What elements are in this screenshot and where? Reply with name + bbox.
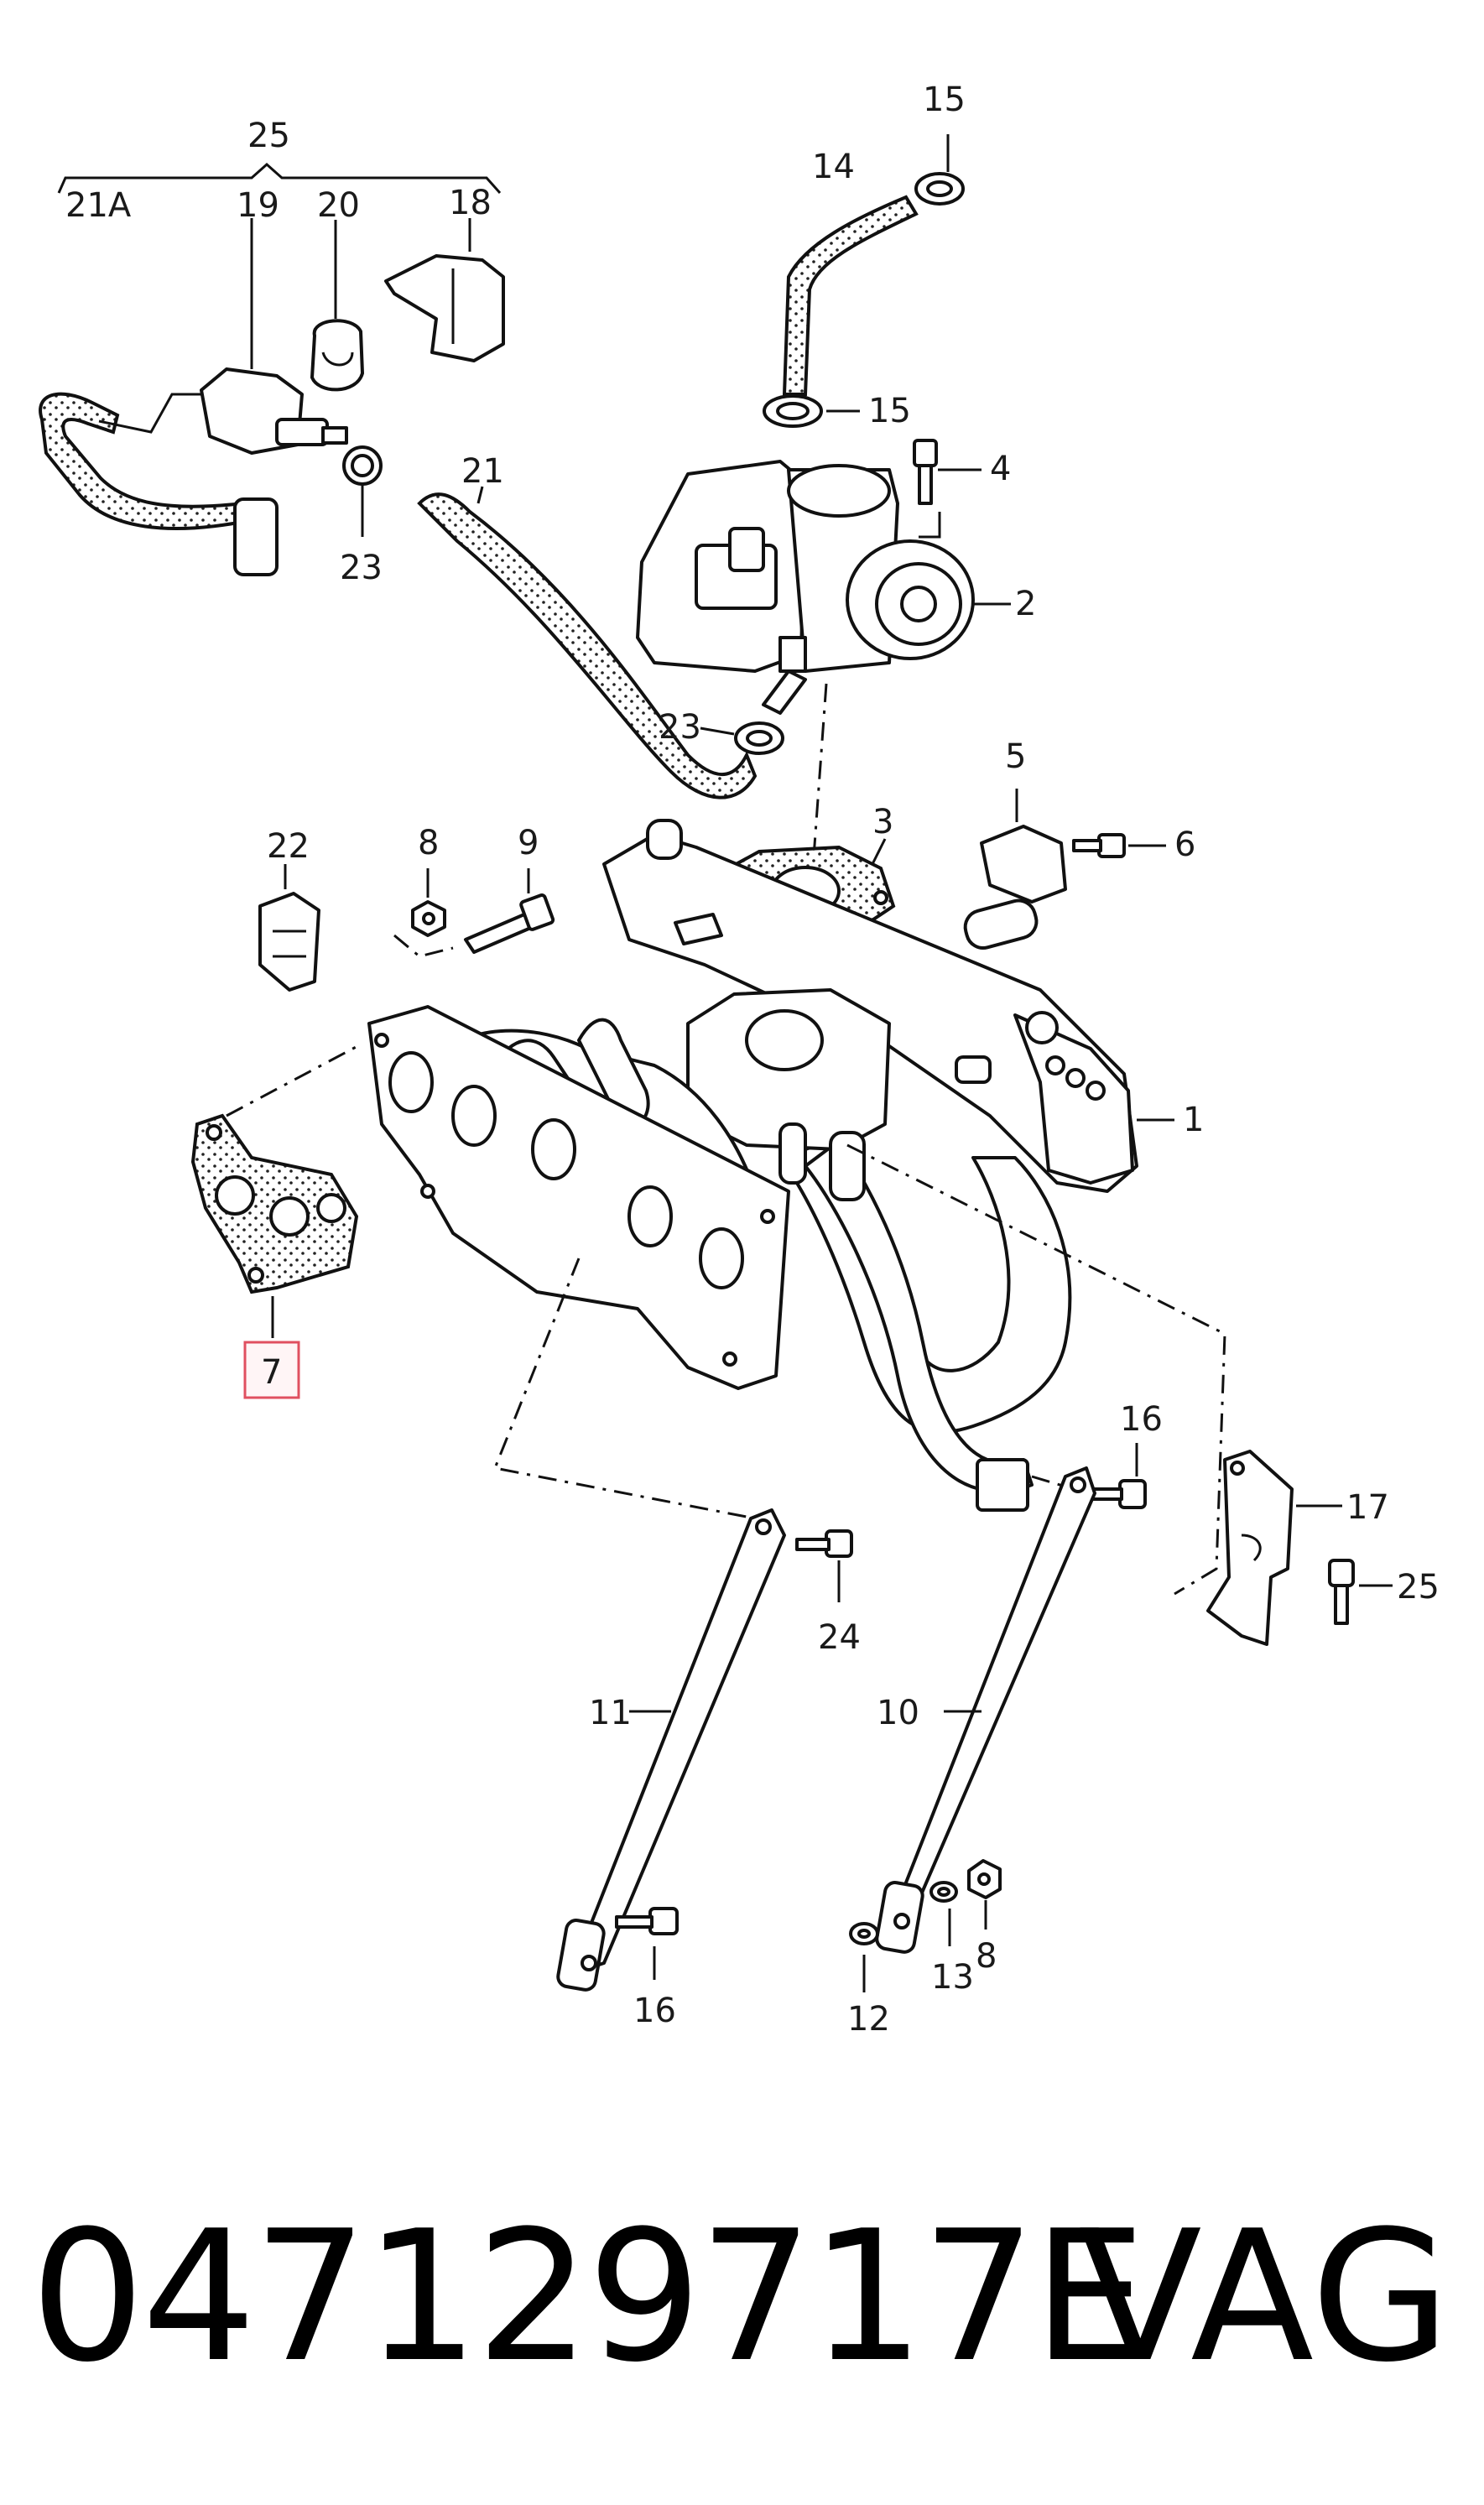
label-17: 17 — [1346, 1488, 1389, 1527]
label-8-lower: 8 — [976, 1937, 997, 1976]
label-3: 3 — [872, 803, 893, 841]
label-4: 4 — [990, 450, 1011, 488]
label-13: 13 — [931, 1958, 974, 1997]
label-7: 7 — [261, 1353, 282, 1392]
label-1: 1 — [1183, 1101, 1204, 1139]
label-6: 6 — [1174, 825, 1195, 864]
label-21: 21 — [461, 452, 504, 491]
hose-21 — [417, 486, 758, 799]
hose-14 — [782, 195, 919, 396]
bracket-17 — [1206, 1450, 1342, 1646]
strut-10 — [875, 1466, 1096, 1954]
label-9: 9 — [518, 824, 539, 862]
bolt-9 — [464, 868, 555, 954]
label-22: 22 — [267, 827, 310, 866]
sensor-5 — [963, 789, 1067, 950]
label-2: 2 — [1015, 585, 1036, 623]
group-bracket-25 — [57, 162, 502, 194]
bolt-6 — [1072, 833, 1166, 858]
label-5: 5 — [1005, 737, 1026, 776]
clip-22 — [258, 864, 320, 992]
label-11: 11 — [589, 1694, 632, 1732]
bolt-24 — [795, 1529, 853, 1602]
bolt-25-right — [1328, 1559, 1393, 1625]
washer-12 — [849, 1922, 879, 1992]
label-24: 24 — [818, 1618, 861, 1657]
nut-8-lower — [967, 1859, 1002, 1930]
clamp-23-left — [342, 445, 383, 537]
bolt-4 — [913, 439, 982, 505]
washer-13 — [929, 1881, 958, 1946]
assembly-line-gasket — [226, 1043, 362, 1117]
label-16-lower: 16 — [633, 1992, 676, 2030]
bracket-18 — [384, 218, 505, 362]
brand-name: VAG — [1078, 2191, 1450, 2402]
clamp-23-right — [700, 721, 784, 755]
label-25-right: 25 — [1397, 1568, 1440, 1607]
label-12: 12 — [847, 2000, 890, 2039]
gasket-7 — [190, 1113, 359, 1338]
label-10: 10 — [877, 1694, 919, 1732]
clamp-15-top — [914, 134, 965, 206]
valve-19 — [200, 218, 348, 455]
label-21A: 21A — [65, 186, 132, 225]
nut-8-upper — [411, 868, 446, 937]
label-23-left: 23 — [340, 549, 383, 587]
label-23-right: 23 — [659, 708, 701, 747]
bolt-16-lower — [615, 1907, 679, 1980]
assembly-line-bracket — [846, 1143, 1226, 1596]
strut-11 — [556, 1508, 786, 1992]
bolt-16-upper — [1085, 1443, 1147, 1509]
label-16-upper: 16 — [1120, 1400, 1163, 1439]
clip-20 — [310, 220, 364, 392]
label-14: 14 — [812, 148, 855, 186]
hose-21A — [39, 392, 279, 576]
part-number: 047129717E — [30, 2191, 1147, 2402]
label-19: 19 — [237, 186, 279, 225]
throttle-body-2 — [636, 460, 1011, 715]
callout-labels: 25 21A 19 20 18 23 21 15 14 15 4 2 23 3 … — [65, 81, 1440, 2039]
label-20: 20 — [317, 186, 360, 225]
label-18: 18 — [449, 184, 492, 222]
exploded-parts-diagram: 25 21A 19 20 18 23 21 15 14 15 4 2 23 3 … — [39, 81, 1440, 2039]
label-7-highlight — [243, 1341, 300, 1399]
label-15-top: 15 — [923, 81, 966, 119]
label-25-top: 25 — [247, 117, 290, 155]
label-8-upper: 8 — [418, 824, 439, 862]
assembly-line-strut-11 — [492, 1258, 756, 1520]
intake-manifold-1 — [367, 819, 1174, 1512]
clamp-15-lower — [763, 394, 860, 428]
assembly-line-bolts — [393, 934, 454, 958]
assembly-line-strut-10 — [1031, 1475, 1075, 1491]
label-15-lower: 15 — [868, 392, 911, 430]
